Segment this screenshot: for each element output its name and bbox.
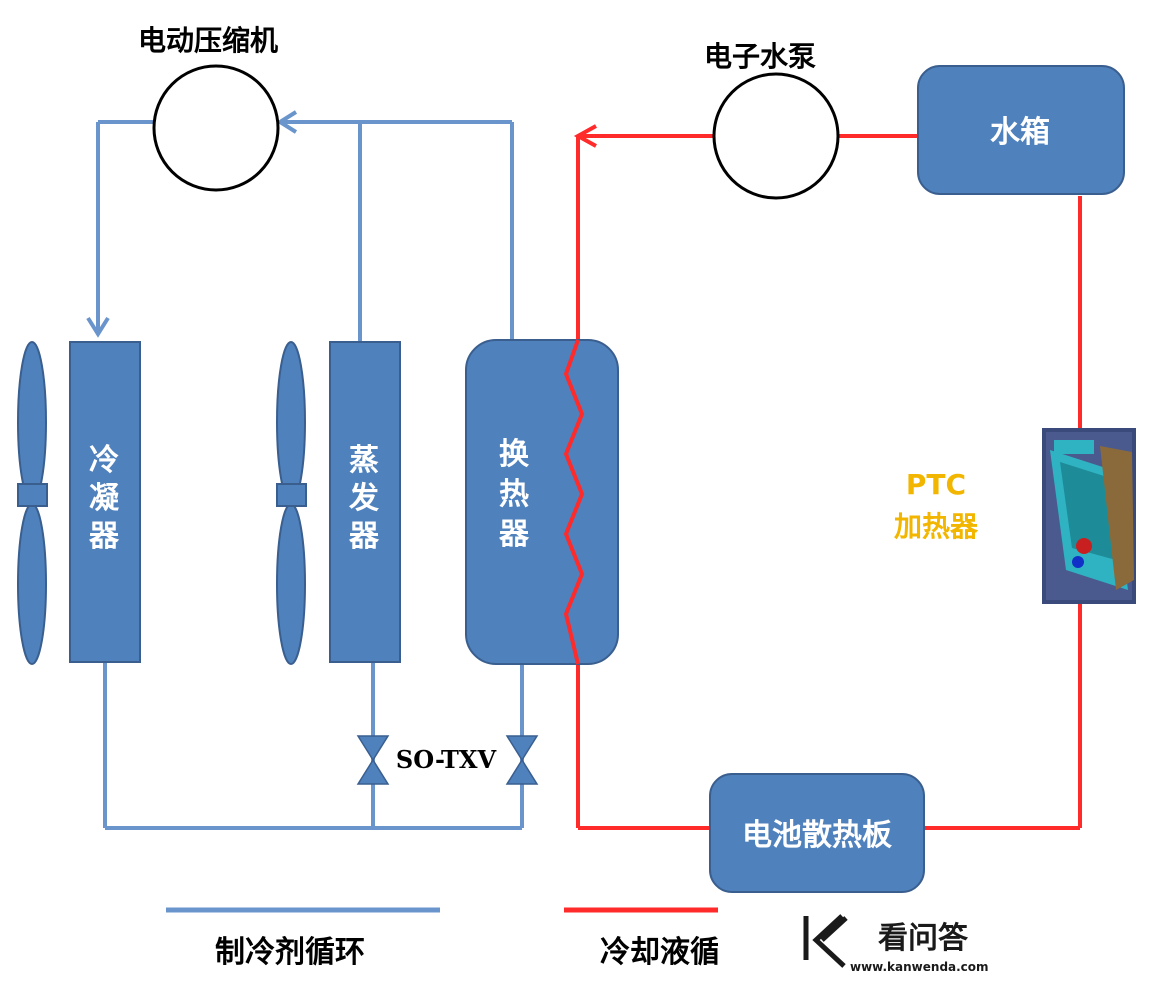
watermark: 看问答 www.kanwenda.com — [718, 896, 1010, 977]
coolant-arrow-left-icon — [573, 124, 597, 148]
watermark-url: www.kanwenda.com — [850, 960, 989, 974]
ptc-heater-image — [1042, 428, 1136, 604]
compressor-symbol — [152, 64, 280, 192]
coolant-lines — [576, 134, 1082, 830]
water-tank-label: 水箱 — [990, 115, 1050, 150]
fan-icon — [276, 341, 307, 665]
heat-exchanger-label-2: 热 — [499, 477, 529, 512]
kanwenda-logo-icon — [803, 914, 848, 968]
battery-cooling-plate — [709, 773, 925, 893]
condenser-label-2: 凝 — [89, 481, 120, 516]
heat-exchanger-label-1: 换 — [499, 437, 530, 472]
evaporator-label-1: 蒸 — [349, 443, 379, 478]
legend-coolant-label: 冷却液循 — [600, 935, 720, 970]
compressor-label: 电动压缩机 — [138, 24, 278, 57]
refrigerant-lines — [96, 120, 524, 830]
flow-arrow-left-icon — [276, 110, 298, 134]
condenser-label-1: 冷 — [89, 443, 119, 478]
evaporator-label-3: 器 — [348, 519, 380, 554]
water-tank — [917, 65, 1125, 195]
water-pump-label: 电子水泵 — [704, 40, 816, 73]
legend-refrigerant-label: 制冷剂循环 — [215, 935, 365, 970]
fan-icon — [17, 341, 48, 665]
heat-exchanger — [465, 339, 619, 665]
heat-exchanger-label-3: 器 — [498, 517, 530, 552]
battery-cooling-plate-label: 电池散热板 — [742, 818, 892, 853]
water-pump-symbol — [712, 72, 840, 200]
ptc-label-line2: 加热器 — [894, 510, 979, 543]
expansion-valve-icon — [505, 735, 539, 785]
condenser-label-3: 器 — [88, 519, 120, 554]
ptc-label-line1: PTC — [906, 468, 966, 501]
coolant-coil — [563, 339, 585, 665]
expansion-valve-icon — [356, 735, 390, 785]
valve-label: SO-TXV — [396, 745, 497, 774]
watermark-brand: 看问答 — [878, 921, 969, 956]
evaporator-label-2: 发 — [348, 481, 379, 516]
condenser — [69, 341, 141, 663]
evaporator — [329, 341, 401, 663]
flow-arrow-down-icon — [86, 316, 110, 338]
